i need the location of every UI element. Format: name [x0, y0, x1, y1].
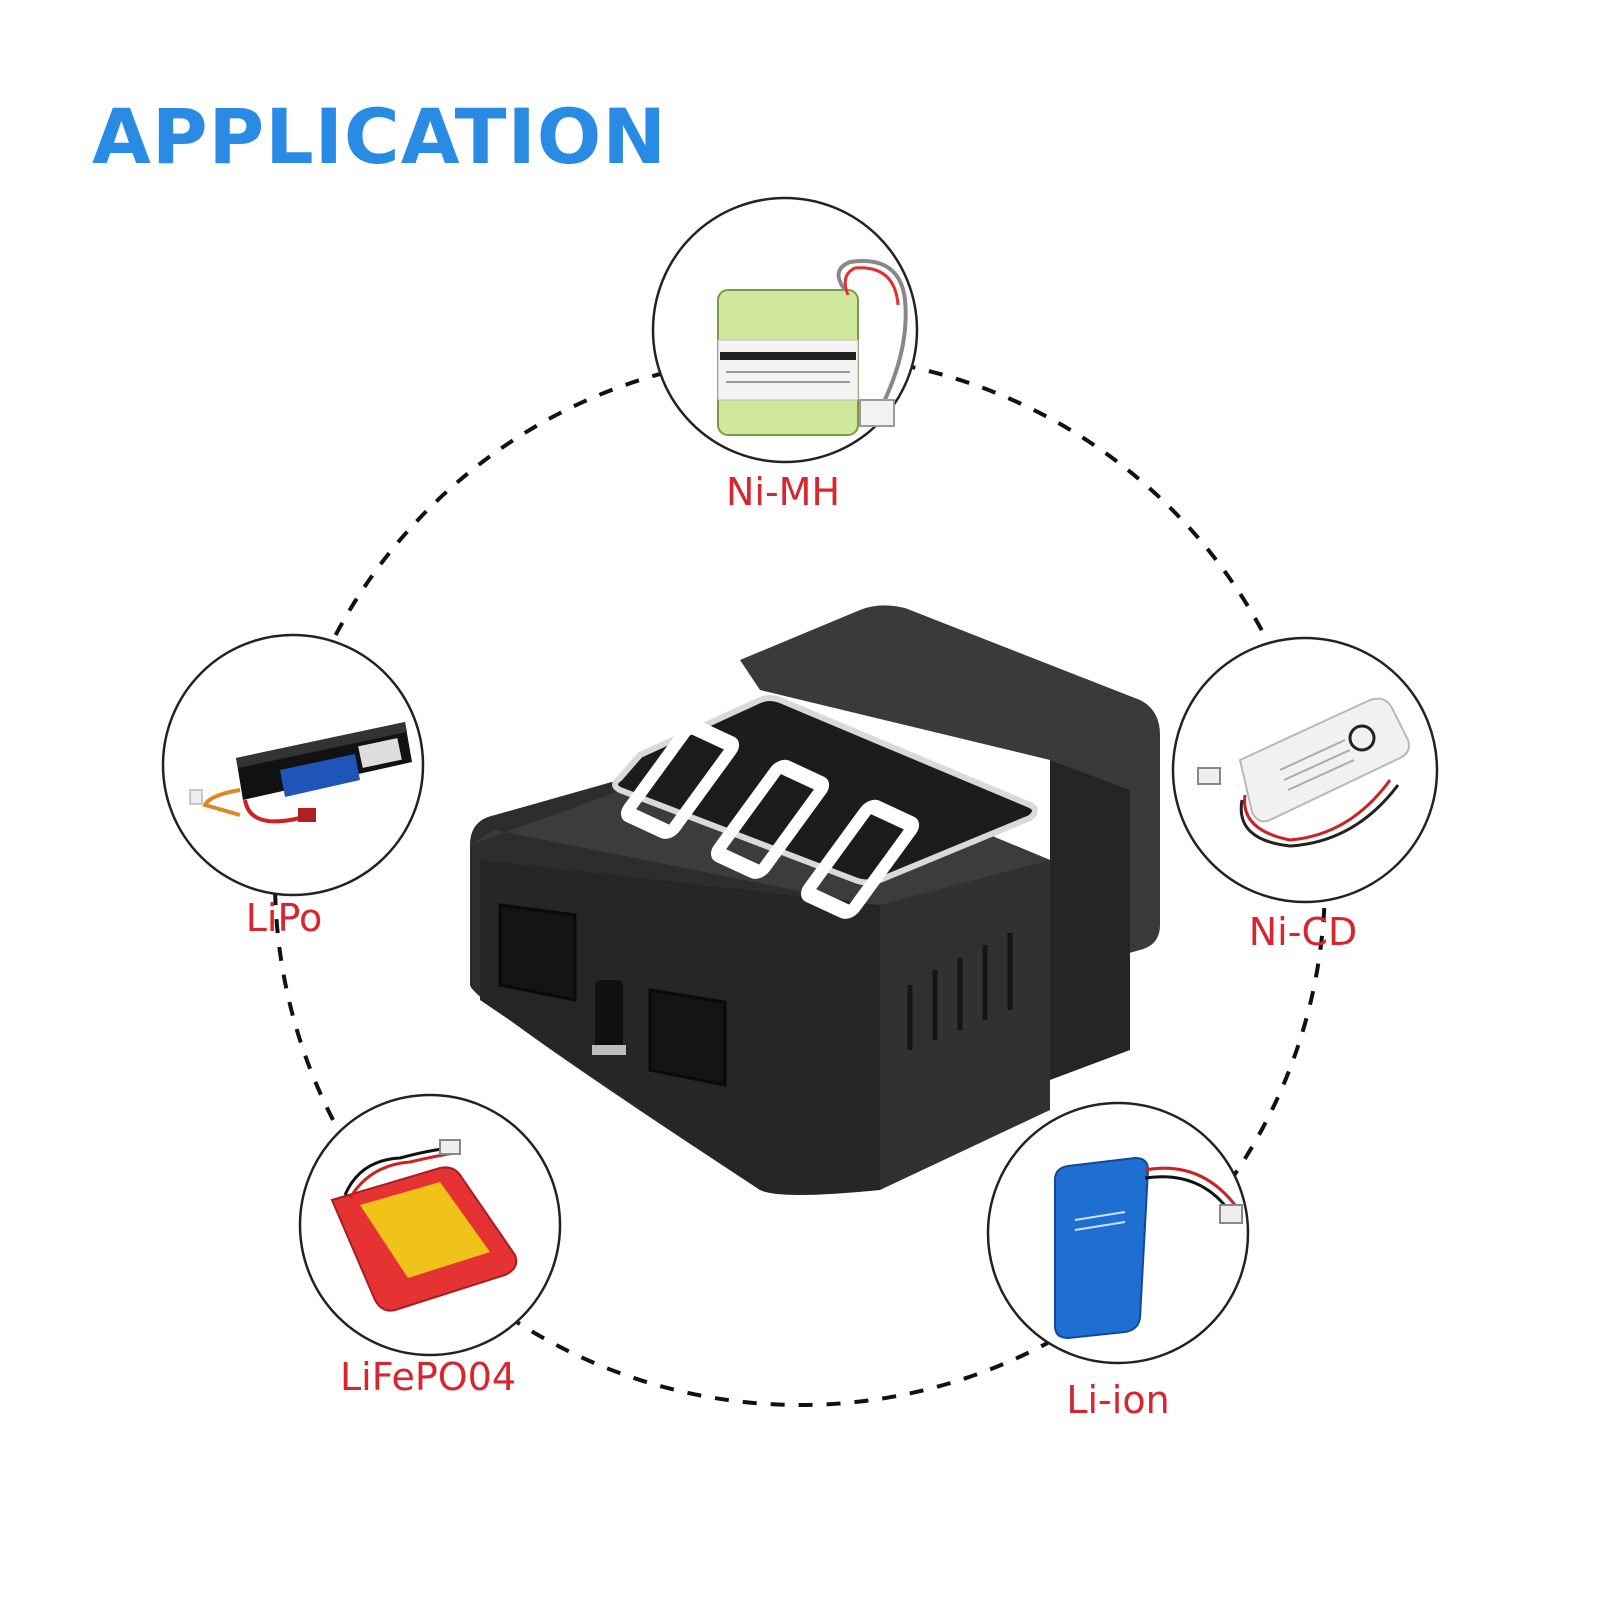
label-li-ion: Li-ion	[1066, 1378, 1170, 1422]
lifepo4-battery-pack-icon	[330, 1139, 518, 1312]
battery-nimh	[651, 196, 919, 464]
mode-button	[595, 980, 623, 1050]
label-lifepo4: LiFePO04	[339, 1355, 517, 1399]
label-lipo: LiPo	[245, 896, 323, 940]
lipo-battery-pack-icon	[189, 722, 412, 824]
battery-nicd	[1171, 636, 1439, 904]
page-title: APPLICATION	[92, 92, 667, 181]
battery-li-ion	[986, 1101, 1250, 1365]
device-vents	[907, 933, 1013, 1050]
battery-lipo	[161, 633, 425, 897]
digit-3	[801, 799, 920, 919]
label-nicd: Ni-CD	[1248, 910, 1358, 954]
digit-2	[711, 759, 830, 879]
battery-lifepo4	[298, 1093, 562, 1357]
nimh-battery-pack-icon	[717, 259, 908, 436]
segment-display	[621, 719, 920, 919]
li-ion-battery-pack-icon	[1054, 1156, 1243, 1340]
label-nimh: Ni-MH	[725, 470, 841, 514]
digit-1	[621, 719, 740, 839]
nicd-battery-pack-icon	[1197, 697, 1410, 848]
balance-port-right	[648, 988, 727, 1087]
balance-port-left	[498, 903, 577, 1002]
